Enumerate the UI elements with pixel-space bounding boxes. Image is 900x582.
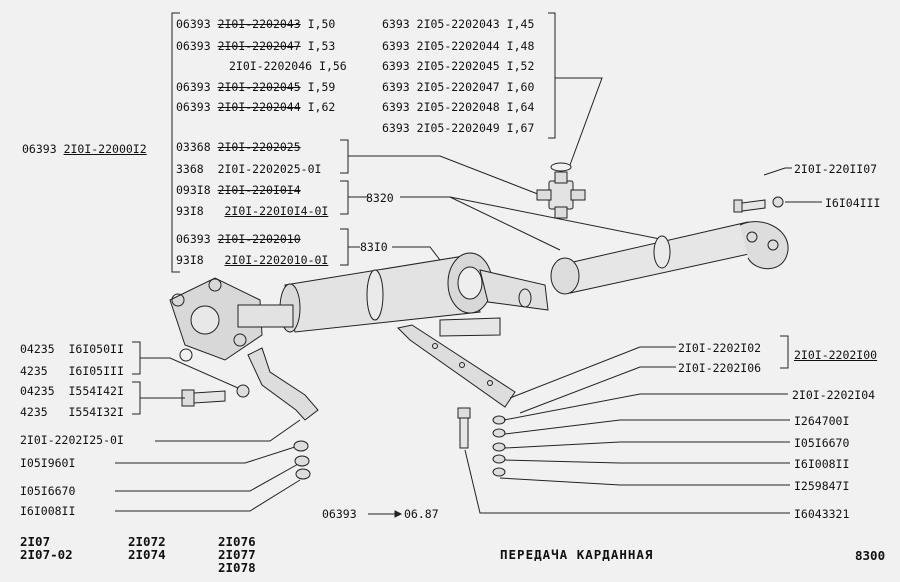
left-row-3: 04235 I554I42I: [20, 384, 124, 398]
callout-8320: 8320: [366, 191, 394, 205]
rear-propeller-shaft: [550, 221, 789, 295]
page-title: ПЕРЕДАЧА КАРДАННАЯ: [500, 547, 654, 562]
table-row-left-1: 06393 2I0I-2202043 I,50: [176, 17, 336, 31]
table-row-right-5: 6393 2I05-2202048 I,64: [382, 100, 535, 114]
cross-row-2: 3368 2I0I-2202025-0I: [176, 162, 322, 176]
model-1: 2I07: [20, 534, 51, 549]
safety-bracket: [247, 347, 319, 421]
callout-nut-1: I6I008II: [794, 457, 850, 471]
left-washer-label: I05I960I: [20, 456, 76, 470]
table-row-left-4: 06393 2I0I-2202045 I,59: [176, 80, 336, 94]
group8320-row-1: 093I8 2I0I-220I0I4: [176, 183, 301, 197]
leader-cross: [348, 155, 549, 199]
group8310-row-2: 93I8 2I0I-2202010-0I: [176, 253, 329, 267]
left-nut-label: I6I008II: [20, 504, 76, 518]
left-row-4: 4235 I554I32I: [20, 405, 124, 419]
center-support-bracket: [396, 317, 516, 408]
callout-support-assembly: 2I0I-2202I00: [794, 348, 878, 362]
model-2: 2I07-02: [20, 547, 73, 562]
left-row-1: 04235 I6I050II: [20, 342, 124, 356]
flange-bolt: [733, 196, 784, 213]
table-row-right-4: 6393 2I05-2202047 I,60: [382, 80, 535, 94]
table-row-right-3: 6393 2I05-2202045 I,52: [382, 59, 535, 73]
callout-flange-nut: I6I04III: [825, 196, 881, 210]
table-row-right-2: 6393 2I05-2202044 I,48: [382, 39, 535, 53]
table-row-left-5: 06393 2I0I-2202044 I,62: [176, 100, 336, 114]
model-5: 2I076: [218, 534, 256, 549]
change-from: 06393: [322, 507, 357, 521]
elastic-coupling: [169, 277, 294, 362]
callout-flange-bolt: 2I0I-220II07: [794, 162, 878, 176]
cross-row-1: 03368 2I0I-2202025: [176, 140, 301, 154]
model-6: 2I077: [218, 547, 256, 562]
callout-bolt-2: I259847I: [794, 479, 850, 493]
front-propeller-shaft: [279, 252, 549, 333]
table-row-right-1: 6393 2I05-2202043 I,45: [382, 17, 535, 31]
universal-joint-cross: [536, 162, 586, 219]
washer: [293, 440, 309, 452]
group-bracket-main: [171, 12, 180, 273]
callout-8310: 83I0: [360, 240, 388, 254]
page-code: 8300: [855, 548, 886, 563]
callout-washer-1: I264700I: [794, 414, 850, 428]
left-row-2: 4235 I6I05III: [20, 364, 124, 378]
table-bracket-right: [548, 12, 556, 139]
model-3: 2I072: [128, 534, 166, 549]
assembly-label: 06393 2I0I-22000I2: [22, 142, 147, 156]
callout-support-2: 2I0I-2202I06: [678, 361, 762, 375]
coupling-bolt: [181, 384, 250, 407]
change-to: 06.87: [404, 507, 439, 521]
model-7: 2I078: [218, 560, 256, 575]
leader-cross-table: [555, 77, 603, 166]
left-washer2-label: I05I6670: [20, 484, 76, 498]
callout-support-1: 2I0I-2202I02: [678, 341, 762, 355]
group8310-row-1: 06393 2I0I-2202010: [176, 232, 301, 246]
group8320-row-2: 93I8 2I0I-220I0I4-0I: [176, 204, 329, 218]
callout-bolt-3: I6043321: [794, 507, 850, 521]
callout-bracket: 2I0I-2202I04: [792, 388, 876, 402]
table-row-left-2: 06393 2I0I-2202047 I,53: [176, 39, 336, 53]
table-row-right-6: 6393 2I05-2202049 I,67: [382, 121, 535, 135]
table-row-left-3: 2I0I-2202046 I,56: [229, 59, 347, 73]
left-bracket-label: 2I0I-2202I25-0I: [20, 433, 124, 447]
model-4: 2I074: [128, 547, 166, 562]
callout-washer-2: I05I6670: [794, 436, 850, 450]
